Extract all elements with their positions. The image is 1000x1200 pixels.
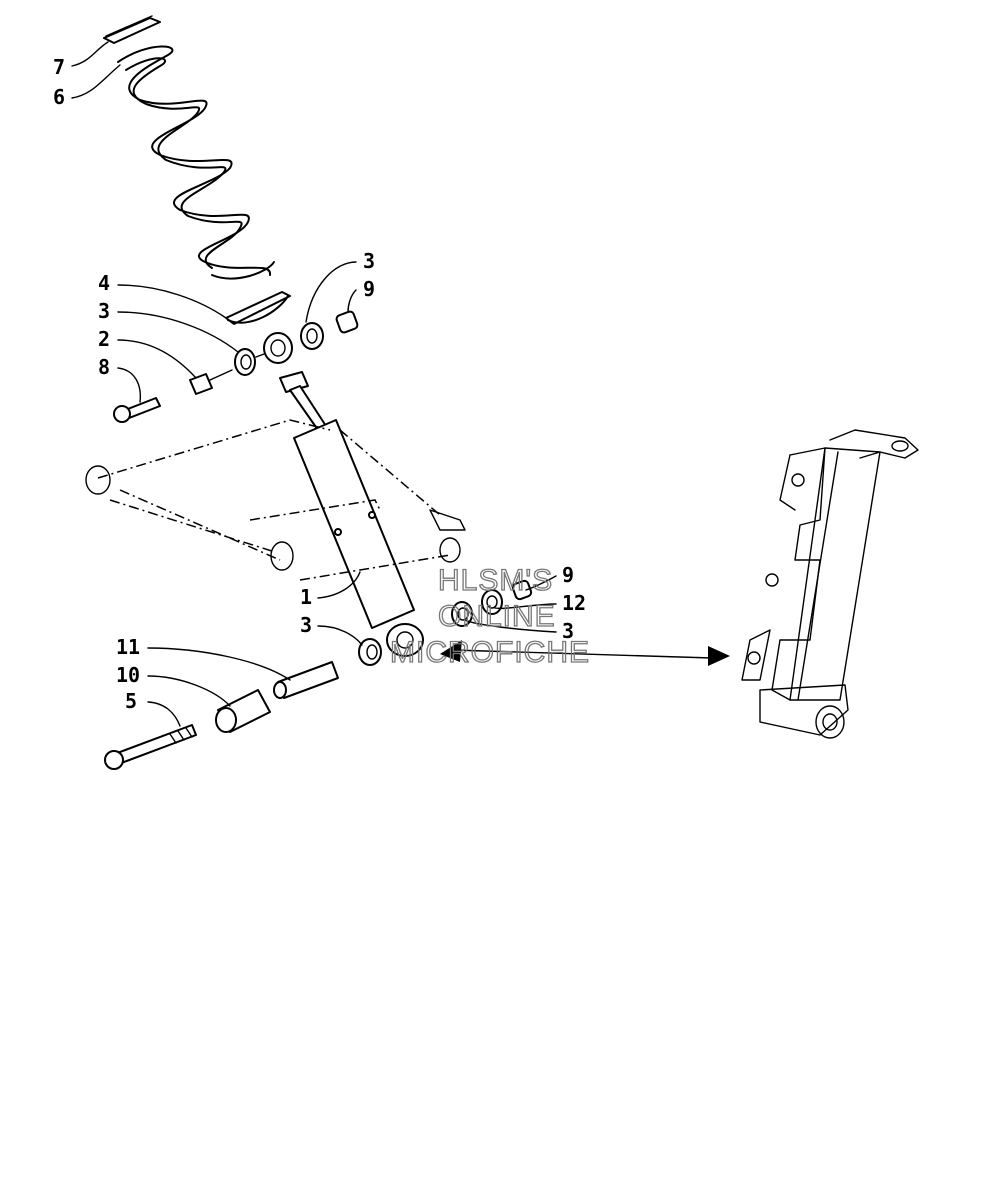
upper-mount-hardware xyxy=(113,310,359,423)
callout-9-upper: 9 xyxy=(363,277,375,301)
watermark-line-3: MICROFICHE xyxy=(390,636,590,669)
callout-5: 5 xyxy=(125,689,137,713)
lower-mount-hardware xyxy=(104,579,533,770)
spring-cap xyxy=(103,15,161,44)
callout-10: 10 xyxy=(116,663,140,687)
watermark: HLSM'S ONLINE MICROFICHE xyxy=(389,563,590,669)
callout-2: 2 xyxy=(98,327,110,351)
coil-spring xyxy=(117,45,275,280)
a-arm xyxy=(85,419,466,581)
callout-3-upper-left: 3 xyxy=(98,299,110,323)
shock-absorber xyxy=(279,371,424,657)
watermark-line-1: HLSM'S xyxy=(438,564,553,597)
callout-3-lower-right: 3 xyxy=(562,619,574,643)
callout-11: 11 xyxy=(116,635,140,659)
callout-3-upper-right: 3 xyxy=(363,249,375,273)
spindle-knuckle xyxy=(741,429,919,739)
spring-seat xyxy=(225,291,291,325)
watermark-line-2: ONLINE xyxy=(438,600,556,633)
callout-1: 1 xyxy=(300,585,312,609)
callout-labels: 7 6 4 3 2 8 3 9 1 3 11 10 5 9 12 3 xyxy=(53,55,586,713)
callout-6: 6 xyxy=(53,85,65,109)
callout-9-lower: 9 xyxy=(562,563,574,587)
assembly-arrow xyxy=(440,640,730,666)
callout-12: 12 xyxy=(562,591,586,615)
callout-4: 4 xyxy=(98,271,110,295)
callout-3-lower-left: 3 xyxy=(300,613,312,637)
callout-8: 8 xyxy=(98,355,110,379)
leader-lines xyxy=(71,41,557,727)
callout-7: 7 xyxy=(53,55,65,79)
